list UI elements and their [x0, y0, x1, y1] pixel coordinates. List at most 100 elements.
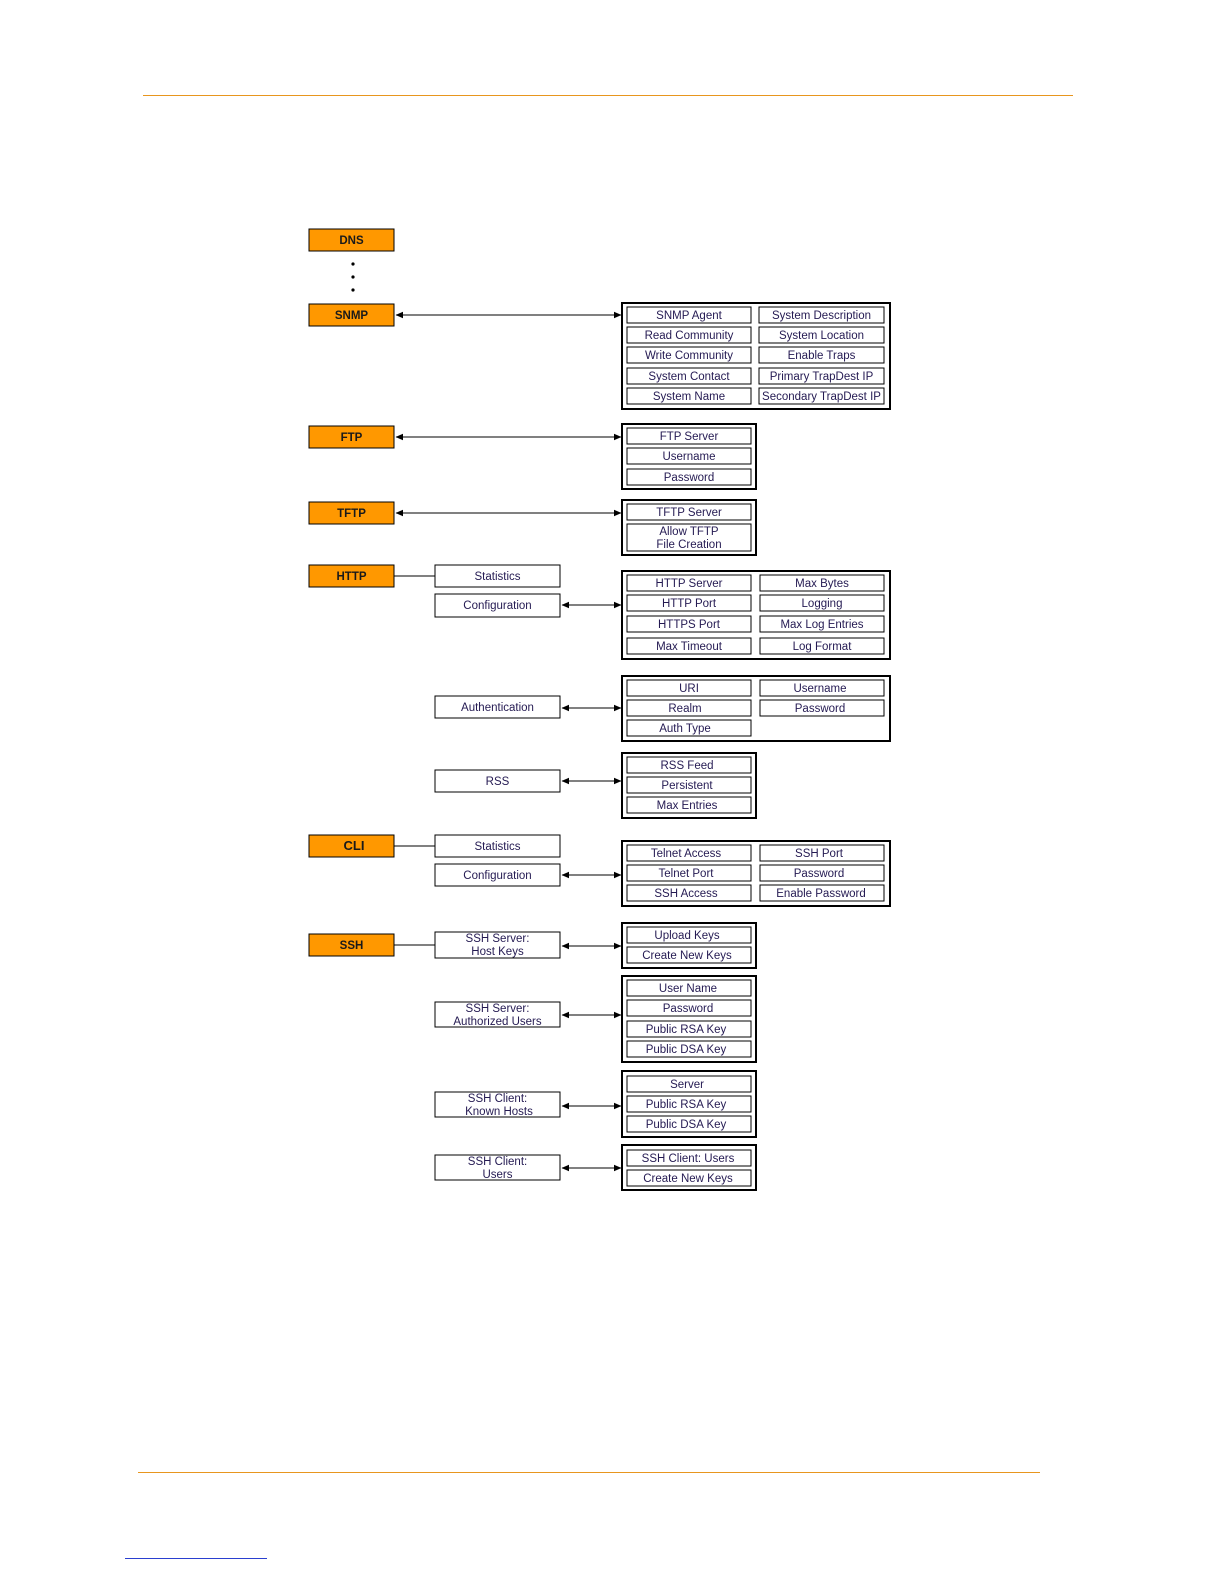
tftp-options-group — [621, 499, 757, 556]
cli-config-option: Enable Password — [759, 884, 885, 902]
svg-text:Max Timeout: Max Timeout — [656, 641, 723, 653]
svg-text:Max Bytes: Max Bytes — [795, 578, 849, 590]
ssh-known-hosts-node: SSH Client:Known Hosts — [434, 1091, 561, 1118]
ssh-known-hosts-group — [621, 1070, 757, 1138]
svg-text:Server: Server — [670, 1079, 704, 1091]
http-auth-option: Realm — [626, 699, 752, 717]
svg-text:Username: Username — [793, 683, 846, 695]
ellipsis-dot — [351, 275, 355, 279]
http-config-option: Max Log Entries — [759, 615, 885, 633]
svg-text:SSH Client:: SSH Client: — [468, 1093, 527, 1105]
http-config-option: HTTPS Port — [626, 615, 752, 633]
category-cli-label: CLI — [344, 838, 365, 853]
ssh-authorized-users-option: Public RSA Key — [626, 1020, 752, 1038]
ftp-options-group — [621, 423, 757, 490]
http-auth-option: URI — [626, 679, 752, 697]
ssh-host-keys-option: Upload Keys — [626, 926, 752, 944]
snmp-option: Primary TrapDest IP — [758, 367, 885, 385]
http-rss-option: Max Entries — [626, 796, 752, 814]
category-snmp-label: SNMP — [335, 310, 369, 322]
snmp-option: System Name — [626, 387, 752, 405]
ssh-host-keys-option: Create New Keys — [626, 946, 752, 964]
svg-text:Public RSA Key: Public RSA Key — [646, 1024, 727, 1036]
header-rule — [143, 95, 1073, 96]
svg-text:SSH Access: SSH Access — [654, 888, 718, 900]
ssh-authorized-users-option: Public DSA Key — [626, 1040, 752, 1058]
ellipsis-dot — [351, 262, 355, 266]
svg-text:SSH Client: Users: SSH Client: Users — [642, 1153, 735, 1165]
svg-text:System Name: System Name — [653, 391, 725, 403]
svg-text:Host Keys: Host Keys — [471, 946, 524, 958]
svg-text:Max Log Entries: Max Log Entries — [780, 619, 863, 631]
http-configuration-group — [621, 570, 891, 660]
snmp-option: Read Community — [626, 326, 752, 344]
cli-config-option: SSH Access — [626, 884, 752, 902]
ssh-client-users-group — [621, 1144, 757, 1191]
http-auth-option: Password — [759, 699, 885, 717]
cli-statistics-node: Statistics — [434, 834, 561, 858]
category-tftp-label: TFTP — [337, 508, 366, 520]
cli-configuration-group — [621, 840, 891, 907]
http-config-option: Log Format — [759, 637, 885, 655]
svg-text:Upload Keys: Upload Keys — [654, 930, 719, 942]
http-config-option: HTTP Port — [626, 594, 752, 612]
svg-text:Allow TFTP: Allow TFTP — [659, 526, 719, 538]
snmp-options-group — [621, 302, 891, 410]
snmp-option: SNMP Agent — [626, 306, 752, 324]
svg-text:FTP Server: FTP Server — [660, 431, 719, 443]
snmp-option: Write Community — [626, 346, 752, 364]
http-config-option: Max Timeout — [626, 637, 752, 655]
http-rss-group — [621, 752, 757, 819]
svg-text:Users: Users — [482, 1169, 512, 1181]
http-rss-option: Persistent — [626, 776, 752, 794]
svg-text:Max Entries: Max Entries — [657, 800, 718, 812]
http-configuration-node: Configuration — [434, 593, 561, 618]
category-tftp: TFTP — [308, 501, 395, 525]
ssh-known-hosts-option: Server — [626, 1075, 752, 1093]
http-statistics-node: Statistics — [434, 564, 561, 588]
svg-text:Public RSA Key: Public RSA Key — [646, 1099, 727, 1111]
cli-configuration-node: Configuration — [434, 863, 561, 887]
svg-text:Known Hosts: Known Hosts — [465, 1106, 533, 1118]
svg-text:Create New Keys: Create New Keys — [643, 1173, 733, 1185]
snmp-option: System Location — [758, 326, 885, 344]
svg-text:Secondary TrapDest IP: Secondary TrapDest IP — [762, 391, 881, 403]
category-dns-label: DNS — [339, 235, 364, 247]
snmp-option: Enable Traps — [758, 346, 885, 364]
svg-text:Public DSA Key: Public DSA Key — [646, 1044, 727, 1056]
ssh-client-users-node: SSH Client:Users — [434, 1154, 561, 1181]
svg-text:RSS: RSS — [486, 776, 510, 788]
svg-text:Password: Password — [663, 1003, 714, 1015]
svg-text:Create New Keys: Create New Keys — [642, 950, 732, 962]
ssh-authorized-users-option: Password — [626, 999, 752, 1017]
cli-config-option: Telnet Access — [626, 844, 752, 862]
svg-text:Log Format: Log Format — [793, 641, 853, 653]
cli-config-option: Telnet Port — [626, 864, 752, 882]
svg-text:System Location: System Location — [779, 330, 864, 342]
svg-text:SNMP Agent: SNMP Agent — [656, 310, 722, 322]
svg-text:SSH Server:: SSH Server: — [466, 933, 530, 945]
svg-text:Enable Password: Enable Password — [776, 888, 866, 900]
svg-text:Persistent: Persistent — [661, 780, 713, 792]
svg-text:URI: URI — [679, 683, 699, 695]
svg-text:SSH Server:: SSH Server: — [466, 1003, 530, 1015]
ellipsis-dot — [351, 288, 355, 292]
http-auth-option: Auth Type — [626, 719, 752, 737]
cli-config-option: SSH Port — [759, 844, 885, 862]
category-ssh: SSH — [308, 933, 395, 957]
cli-config-option: Password — [759, 864, 885, 882]
category-ftp-label: FTP — [341, 432, 363, 444]
ftp-option: Password — [626, 468, 752, 486]
svg-text:Authorized Users: Authorized Users — [453, 1016, 541, 1028]
ssh-known-hosts-option: Public DSA Key — [626, 1115, 752, 1133]
category-snmp: SNMP — [308, 303, 395, 327]
svg-text:Enable Traps: Enable Traps — [788, 350, 856, 362]
svg-text:Configuration: Configuration — [463, 600, 531, 612]
ftp-option: FTP Server — [626, 427, 752, 445]
ssh-client-users-option: Create New Keys — [626, 1169, 752, 1187]
svg-text:Statistics: Statistics — [474, 571, 520, 583]
snmp-option: System Description — [758, 306, 885, 324]
http-config-option: HTTP Server — [626, 574, 752, 592]
